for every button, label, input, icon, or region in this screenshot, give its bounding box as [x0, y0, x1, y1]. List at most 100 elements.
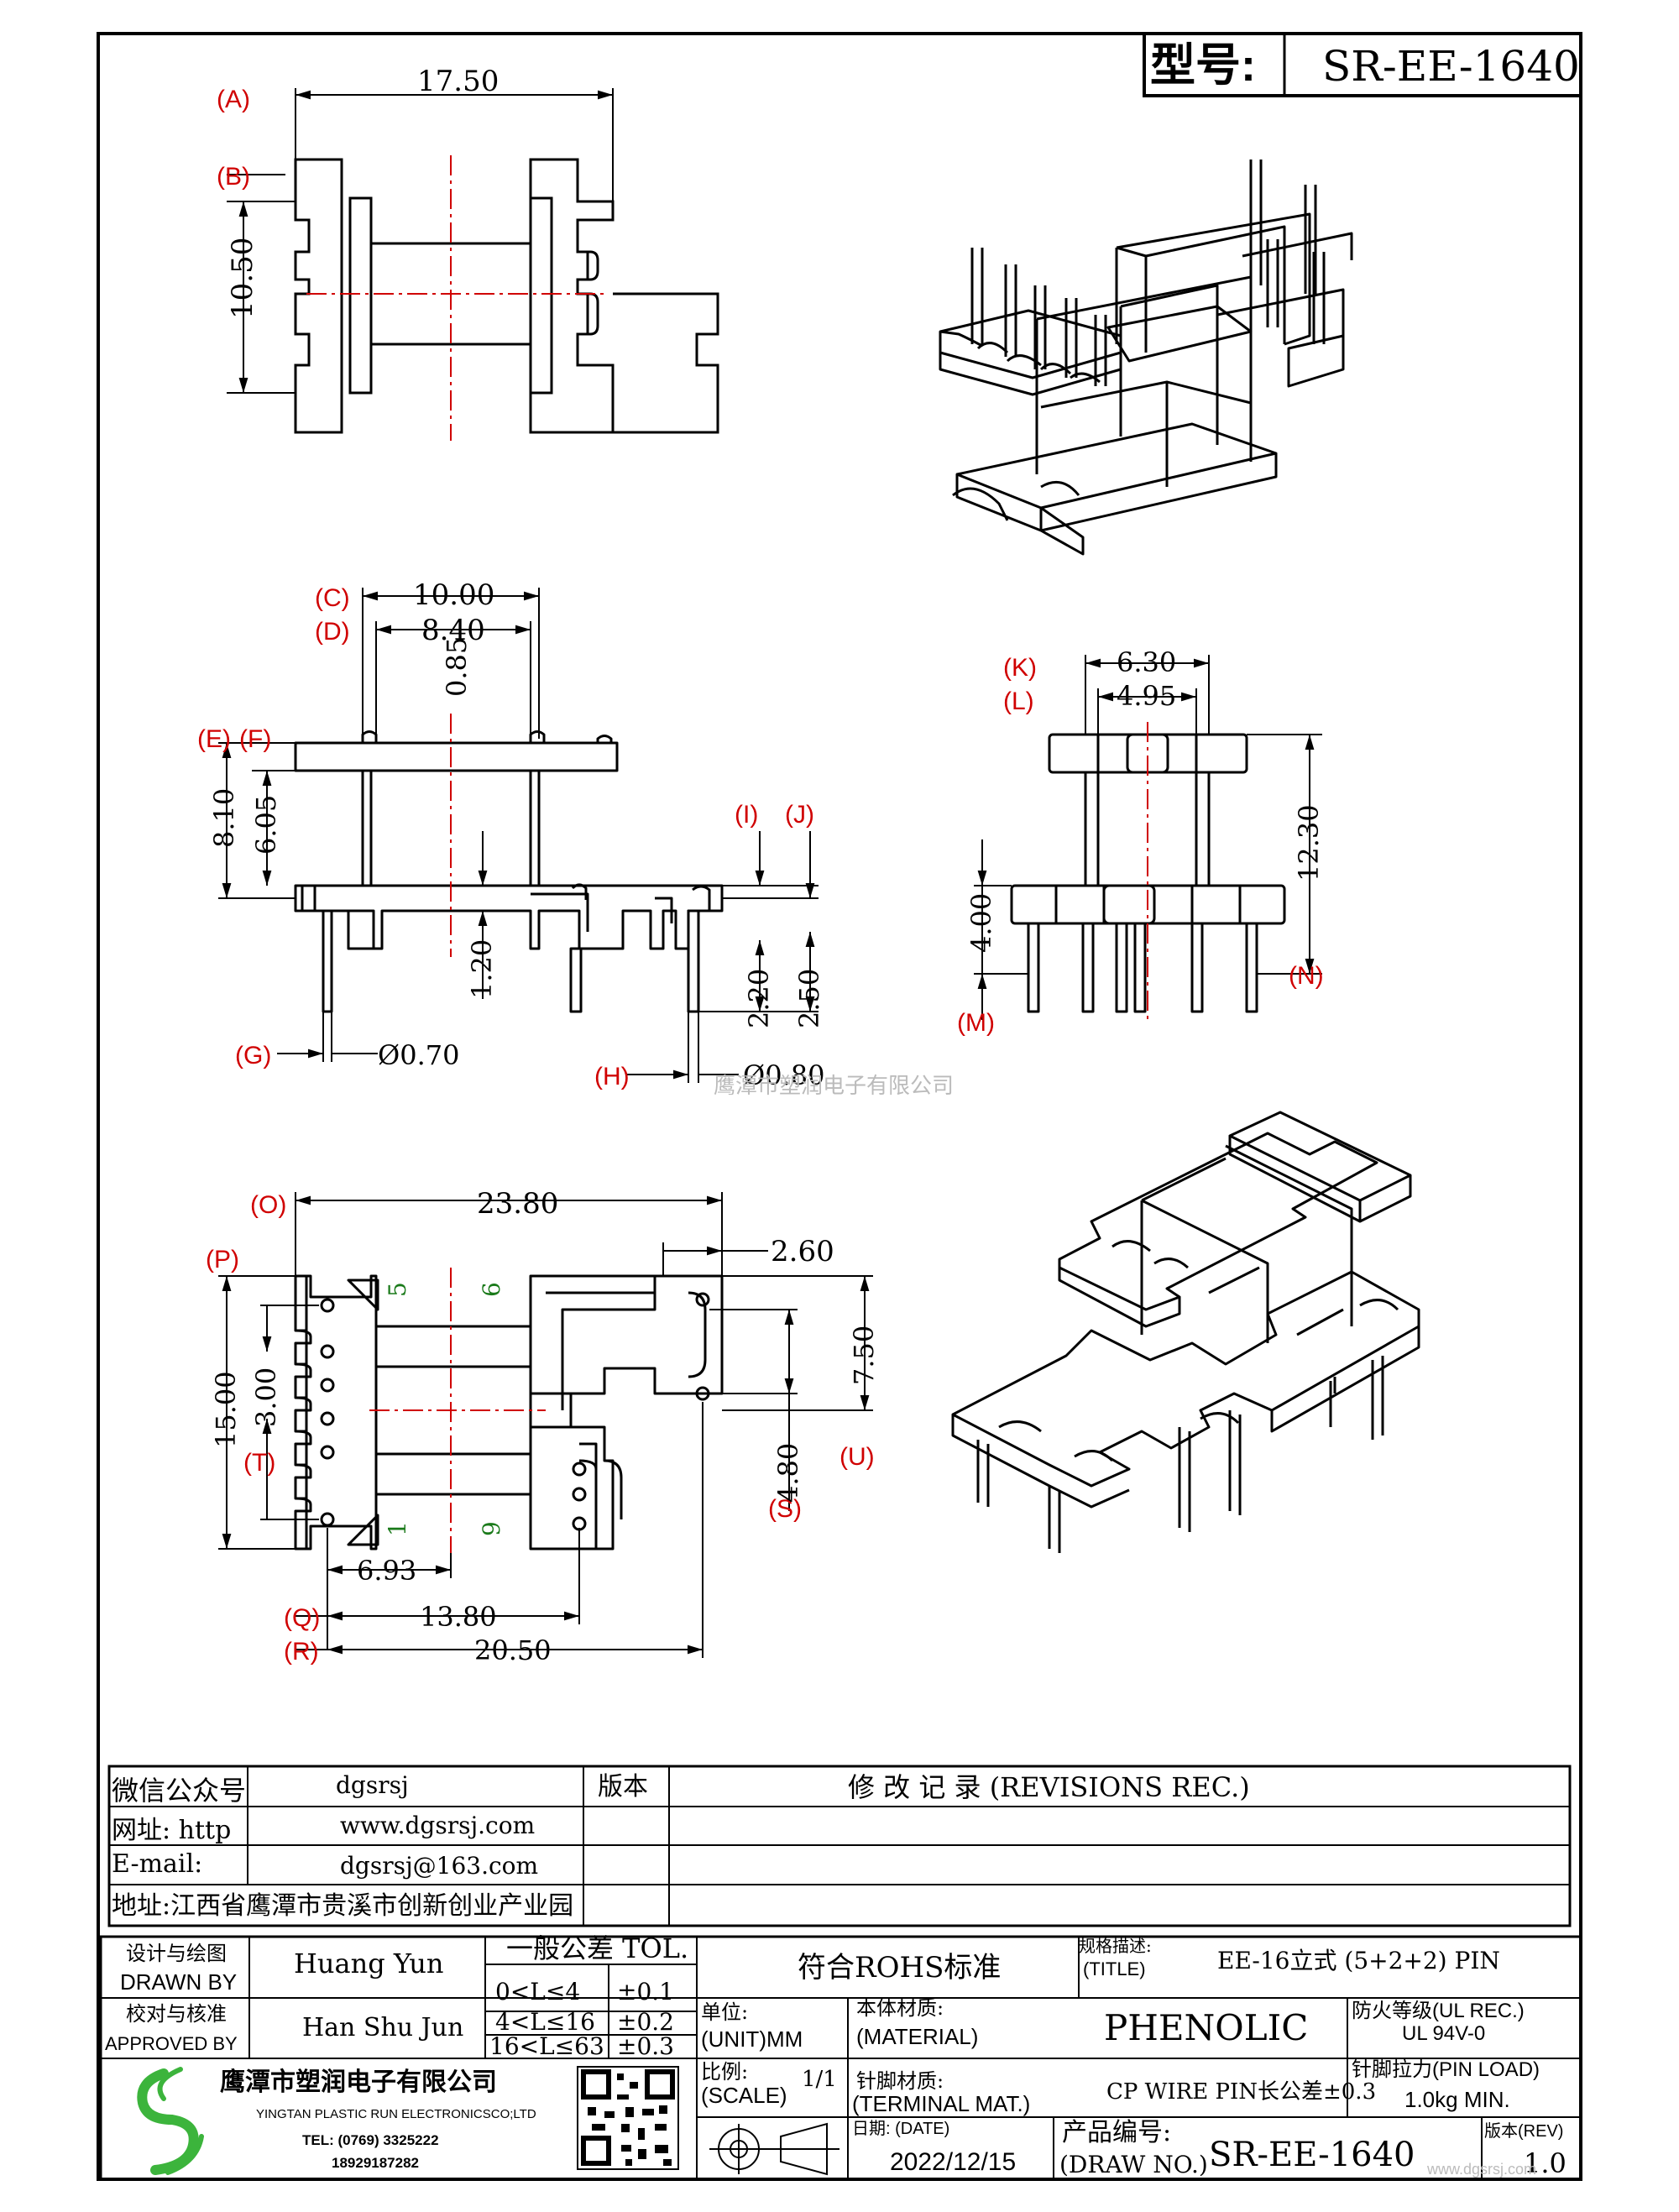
- label-R: (R): [284, 1638, 319, 1666]
- company-en: YINGTAN PLASTIC RUN ELECTRONICSCO;LTD: [256, 2107, 536, 2121]
- scale-cn: 比例:: [701, 2060, 748, 2084]
- dim-front-085: 0.85: [441, 637, 473, 697]
- company-logo-icon: [137, 2067, 204, 2175]
- pin-6: 6: [478, 1282, 505, 1297]
- dim-bottom-480: 4.80: [772, 1443, 804, 1503]
- label-T: (T): [243, 1449, 275, 1477]
- version-label: 版本: [598, 1772, 648, 1801]
- tol-row2-val: ±0.2: [617, 2008, 674, 2036]
- label-D: (D): [315, 618, 350, 646]
- scale-value: 1/1: [802, 2067, 837, 2092]
- rev-value: 1.0: [1524, 2147, 1567, 2179]
- model-title-block: 型号: SR-EE-1640: [1143, 32, 1582, 97]
- dim-pin-h: Ø0.80: [743, 1059, 824, 1091]
- top-view-dims: [227, 88, 614, 393]
- label-G: (G): [235, 1042, 271, 1069]
- company-phone: 18929187282: [332, 2155, 419, 2171]
- projection-symbol-icon: [709, 2122, 840, 2176]
- dim-bottom-693: 6.93: [357, 1555, 416, 1587]
- material-cn: 本体材质:: [856, 1996, 944, 2020]
- drawn-en: DRAWN BY: [120, 1969, 237, 1995]
- web-label: 网址: http: [112, 1816, 231, 1845]
- unit-cn: 单位:: [701, 2000, 748, 2024]
- label-E: (E): [197, 725, 231, 753]
- rohs-text: 符合ROHS标准: [798, 1951, 1001, 1985]
- label-N: (N): [1289, 962, 1324, 990]
- dim-bottom-750: 7.50: [848, 1326, 880, 1385]
- label-K: (K): [1003, 654, 1037, 682]
- info-table: [107, 1765, 1572, 1927]
- front-view: [294, 730, 724, 1013]
- company-tel: TEL: (0769) 3325222: [302, 2132, 439, 2148]
- material-value: PHENOLIC: [1104, 2007, 1308, 2048]
- dim-front-840: 8.40: [421, 614, 485, 647]
- approved-name: Han Shu Jun: [302, 2013, 463, 2042]
- fire-value: UL 94V-0: [1402, 2022, 1485, 2045]
- pinload-value: 1.0kg MIN.: [1404, 2087, 1510, 2112]
- date-label: 日期: (DATE): [852, 2120, 949, 2138]
- iso-view-top: [939, 159, 1353, 556]
- front-view-dims: [218, 588, 819, 1083]
- bottom-view-centerlines: [369, 1268, 546, 1561]
- rev-label: 版本(REV): [1484, 2121, 1563, 2141]
- sheet-border: [97, 32, 1582, 2181]
- dim-front-605: 6.05: [250, 795, 282, 855]
- footer-watermark: www.dgsrsj.com: [1426, 2161, 1536, 2178]
- address-text: 地址:江西省鹰潭市贵溪市创新创业产业园: [112, 1891, 573, 1921]
- label-P: (P): [206, 1246, 239, 1273]
- terminal-en: (TERMINAL MAT.): [852, 2091, 1030, 2116]
- qr-code-icon: [577, 2066, 679, 2170]
- drawno-value: SR-EE-1640: [1209, 2136, 1415, 2174]
- label-I: (I): [735, 801, 758, 829]
- company-cn: 鹰潭市塑润电子有限公司: [220, 2068, 497, 2097]
- fire-cn: 防火等级(UL REC.): [1352, 2000, 1525, 2022]
- tol-row2-range: 4<L≤16: [495, 2008, 595, 2036]
- tol-row1-val: ±0.1: [617, 1978, 674, 2005]
- pin-5: 5: [384, 1282, 411, 1297]
- tol-row1-range: 0<L≤4: [495, 1978, 580, 2005]
- label-F: (F): [239, 725, 271, 753]
- dim-bottom-2050: 20.50: [474, 1634, 552, 1666]
- pin-1: 1: [384, 1521, 411, 1536]
- pin-9: 9: [478, 1521, 505, 1536]
- label-A: (A): [217, 86, 250, 113]
- label-C: (C): [315, 584, 350, 612]
- watermark-company: 鹰潭市塑润电子有限公司: [714, 1073, 954, 1098]
- wechat-label: 微信公众号: [112, 1775, 246, 1807]
- bottom-view: [294, 1274, 724, 1550]
- drawno-cn: 产品编号:: [1062, 2118, 1171, 2147]
- bottom-view-dims: [218, 1192, 873, 1658]
- dim-front-220: 2.20: [743, 969, 775, 1028]
- dim-side-630: 6.30: [1117, 646, 1176, 678]
- dim-side-495: 4.95: [1117, 680, 1176, 712]
- dim-bottom-1380: 13.80: [420, 1601, 497, 1633]
- dim-bottom-1500: 15.00: [210, 1371, 242, 1448]
- title-value: EE-16立式 (5+2+2) PIN: [1217, 1947, 1500, 1974]
- label-H: (H): [594, 1063, 630, 1090]
- dim-bottom-300: 3.00: [250, 1367, 282, 1427]
- dim-bottom-2380: 23.80: [477, 1187, 558, 1221]
- dim-front-120: 1.20: [466, 939, 498, 999]
- dim-pin-g: Ø0.70: [378, 1039, 459, 1071]
- label-B: (B): [217, 163, 250, 191]
- tol-title: 一般公差 TOL.: [506, 1932, 688, 1964]
- unit-en: (UNIT)MM: [701, 2026, 803, 2052]
- drawno-en: (DRAW NO.): [1059, 2151, 1208, 2178]
- scale-en: (SCALE): [701, 2083, 787, 2108]
- dim-side-400: 4.00: [965, 893, 997, 953]
- side-view-dims: [974, 655, 1322, 1020]
- dim-top-height: 10.50: [226, 238, 259, 319]
- email-label: E-mail:: [112, 1849, 202, 1879]
- label-M: (M): [957, 1009, 995, 1037]
- label-S: (S): [768, 1495, 802, 1523]
- label-Q: (Q): [284, 1604, 320, 1632]
- model-value: SR-EE-1640: [1322, 42, 1580, 91]
- top-view: [227, 143, 719, 434]
- label-U: (U): [840, 1443, 875, 1471]
- title-table: [99, 1935, 1582, 2181]
- revisions-label: 修 改 记 录 (REVISIONS REC.): [848, 1771, 1250, 1803]
- date-value: 2022/12/15: [890, 2148, 1016, 2176]
- dim-front-250: 2.50: [793, 969, 825, 1028]
- approved-cn: 校对与核准: [126, 2002, 227, 2026]
- label-J: (J): [785, 801, 814, 829]
